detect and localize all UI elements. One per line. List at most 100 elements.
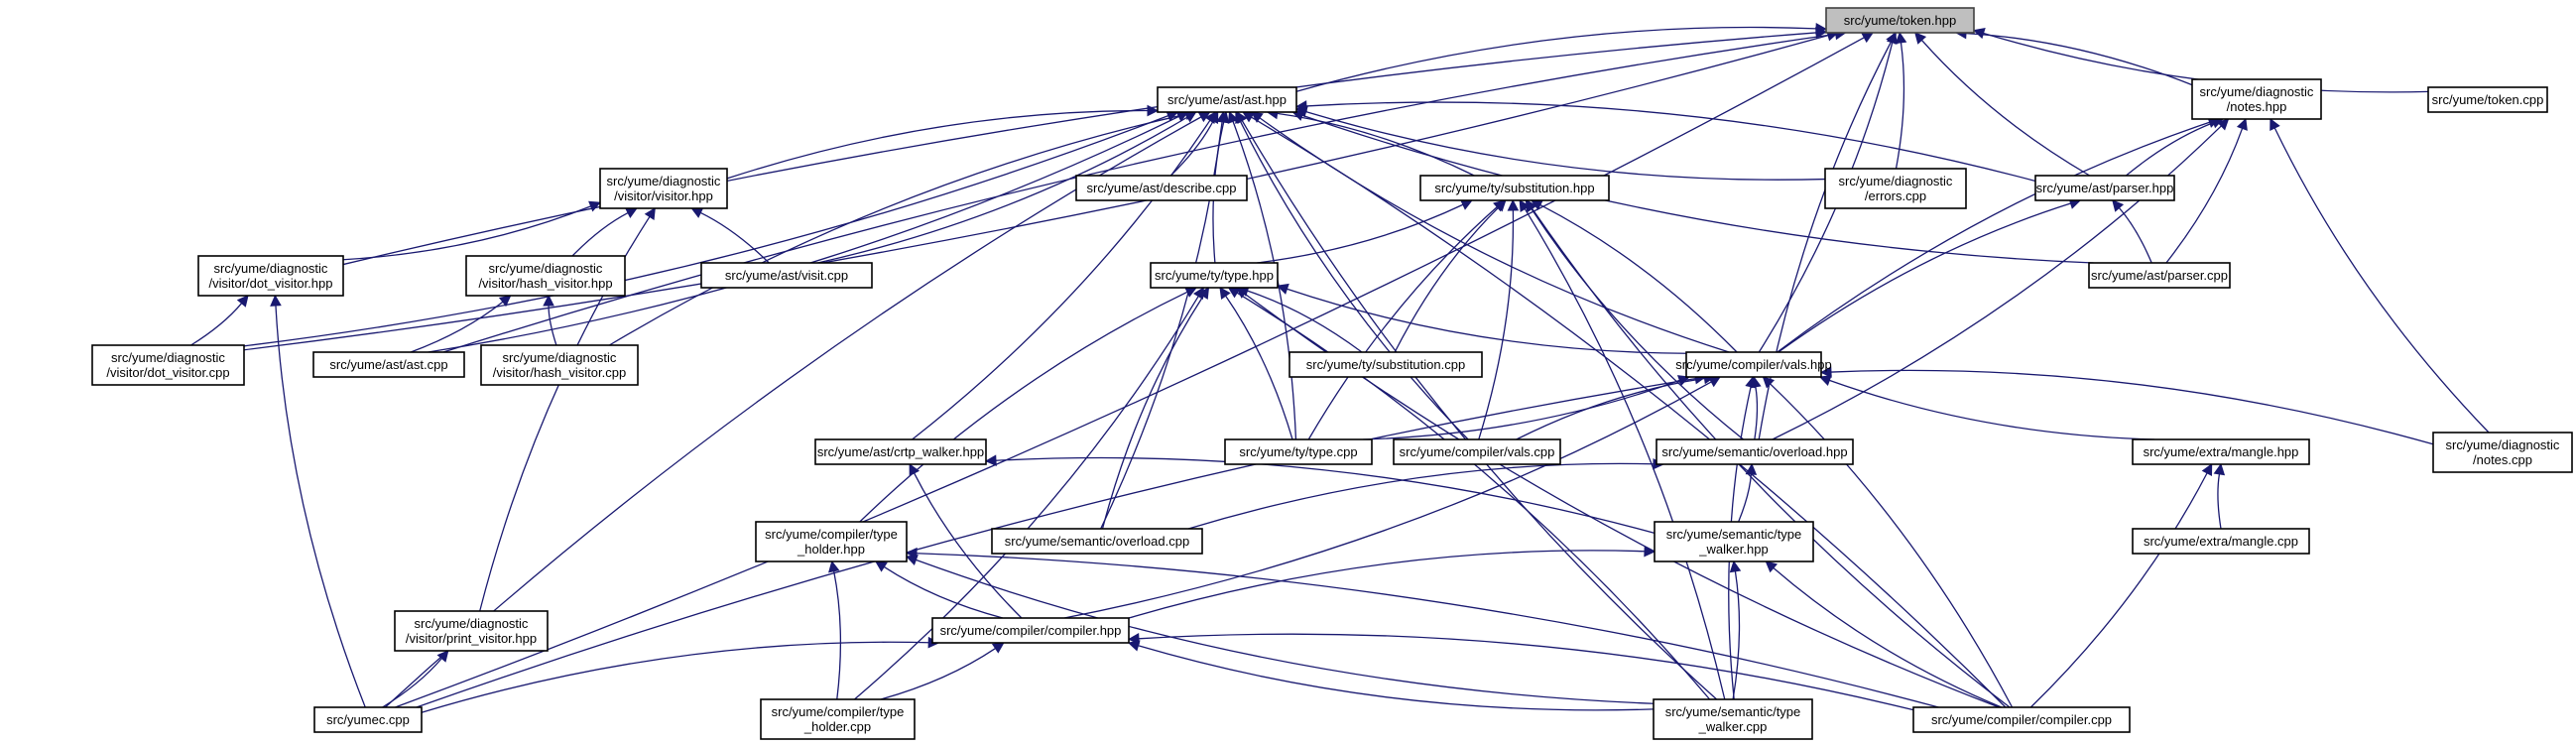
- node-box[interactable]: [931, 617, 1130, 644]
- node-box[interactable]: [312, 351, 465, 378]
- arrowhead-icon: [991, 642, 1005, 654]
- node-box[interactable]: [1419, 175, 1610, 201]
- node-parser-hpp[interactable]: src/yume/ast/parser.hpp: [2034, 175, 2175, 201]
- node-label: src/yume/compiler/type: [772, 704, 905, 719]
- node-box[interactable]: [2088, 262, 2231, 289]
- node-box[interactable]: [2432, 432, 2573, 473]
- edge-type_hpp-to-substitution_hpp: [1256, 203, 1464, 264]
- node-box[interactable]: [91, 344, 245, 386]
- node-substitution-hpp[interactable]: src/yume/ty/substitution.hpp: [1419, 175, 1610, 201]
- edge-mangle_cpp-to-mangle_hpp: [2217, 473, 2222, 530]
- node-box[interactable]: [700, 262, 873, 289]
- node-label: src/yume/token.hpp: [1844, 13, 1956, 28]
- node-mangle-cpp[interactable]: src/yume/extra/mangle.cpp: [2132, 528, 2310, 555]
- node-box[interactable]: [1288, 351, 1483, 378]
- arrowhead-icon: [1815, 27, 1828, 39]
- node-box[interactable]: [465, 255, 626, 297]
- node-box[interactable]: [1075, 175, 1248, 201]
- arrowhead-icon: [236, 295, 249, 308]
- arrowhead-icon: [909, 463, 920, 476]
- node-mangle-hpp[interactable]: src/yume/extra/mangle.hpp: [2132, 438, 2310, 465]
- node-visit-cpp[interactable]: src/yume/ast/visit.cpp: [700, 262, 873, 289]
- node-box[interactable]: [2427, 86, 2548, 113]
- arrowhead-icon: [1184, 287, 1198, 298]
- node-box[interactable]: [2191, 78, 2322, 120]
- node-print-visitor-hpp[interactable]: src/yume/diagnostic/visitor/print_visito…: [394, 610, 549, 652]
- node-label: src/yume/compiler/vals.cpp: [1400, 444, 1555, 459]
- edge-vals_hpp-to-parser_hpp: [1778, 202, 2071, 353]
- node-box[interactable]: [1656, 438, 1854, 465]
- node-yumec-cpp[interactable]: src/yumec.cpp: [313, 706, 423, 733]
- node-box[interactable]: [1653, 698, 1813, 740]
- node-box[interactable]: [394, 610, 549, 652]
- edge-compiler_cpp-to-mangle_hpp: [2029, 472, 2208, 708]
- node-label: src/yume/diagnostic: [503, 350, 617, 365]
- node-crtp-walker-hpp[interactable]: src/yume/ast/crtp_walker.hpp: [814, 438, 987, 465]
- node-type-cpp[interactable]: src/yume/ty/type.cpp: [1224, 438, 1373, 465]
- node-vals-hpp[interactable]: src/yume/compiler/vals.hpp: [1675, 351, 1832, 378]
- node-box[interactable]: [1157, 86, 1297, 113]
- node-box[interactable]: [2132, 438, 2310, 465]
- node-box[interactable]: [1224, 438, 1373, 465]
- edge-overload_hpp-to-substitution_hpp: [1531, 208, 1745, 440]
- node-notes-cpp[interactable]: src/yume/diagnostic/notes.cpp: [2432, 432, 2573, 473]
- arrowhead-icon: [1250, 111, 1264, 123]
- node-box[interactable]: [1685, 351, 1822, 378]
- node-label: src/yume/compiler/vals.hpp: [1675, 357, 1832, 372]
- node-describe-cpp[interactable]: src/yume/ast/describe.cpp: [1075, 175, 1248, 201]
- node-label: /notes.hpp: [2227, 99, 2287, 114]
- node-box[interactable]: [755, 521, 908, 562]
- edge-vals_hpp-to-notes_hpp: [1777, 121, 2210, 353]
- node-token-cpp[interactable]: src/yume/token.cpp: [2427, 86, 2548, 113]
- node-box[interactable]: [480, 344, 639, 386]
- edge-ast_hpp-to-token_hpp: [1295, 26, 1817, 92]
- node-type-hpp[interactable]: src/yume/ty/type.hpp: [1150, 262, 1279, 289]
- node-box[interactable]: [1824, 168, 1967, 209]
- node-type-holder-hpp[interactable]: src/yume/compiler/type_holder.hpp: [755, 521, 908, 562]
- node-box[interactable]: [991, 528, 1203, 555]
- node-label: src/yume/diagnostic: [489, 261, 603, 276]
- node-token-hpp[interactable]: src/yume/token.hpp: [1825, 7, 1975, 34]
- node-box[interactable]: [313, 706, 423, 733]
- node-errors-cpp[interactable]: src/yume/diagnostic/errors.cpp: [1824, 168, 1967, 209]
- edge-notes_cpp-to-vals_hpp: [1830, 369, 2434, 445]
- node-box[interactable]: [1393, 438, 1561, 465]
- node-box[interactable]: [599, 168, 728, 209]
- node-type-walker-cpp[interactable]: src/yume/semantic/type_walker.cpp: [1653, 698, 1813, 740]
- node-dot-visitor-cpp[interactable]: src/yume/diagnostic/visitor/dot_visitor.…: [91, 344, 245, 386]
- node-ast-cpp[interactable]: src/yume/ast/ast.cpp: [312, 351, 465, 378]
- node-type-holder-cpp[interactable]: src/yume/compiler/type_holder.cpp: [760, 698, 916, 740]
- node-hash-visitor-hpp[interactable]: src/yume/diagnostic/visitor/hash_visitor…: [465, 255, 626, 297]
- arrowhead-icon: [1459, 199, 1473, 210]
- node-hash-visitor-cpp[interactable]: src/yume/diagnostic/visitor/hash_visitor…: [480, 344, 639, 386]
- node-overload-cpp[interactable]: src/yume/semantic/overload.cpp: [991, 528, 1203, 555]
- node-label: src/yumec.cpp: [326, 712, 410, 727]
- edge-parser_cpp-to-notes_hpp: [2165, 128, 2244, 264]
- edge-vals_cpp-to-substitution_hpp: [1478, 209, 1515, 440]
- node-label: src/yume/ast/ast.cpp: [329, 357, 447, 372]
- node-box[interactable]: [2034, 175, 2175, 201]
- edge-ast_cpp-to-ast_hpp: [428, 115, 1179, 353]
- node-box[interactable]: [1654, 521, 1814, 562]
- node-label: src/yume/semantic/overload.cpp: [1005, 534, 1189, 549]
- node-compiler-hpp[interactable]: src/yume/compiler/compiler.hpp: [931, 617, 1130, 644]
- edge-type_cpp-to-type_hpp: [1225, 295, 1293, 440]
- node-vals-cpp[interactable]: src/yume/compiler/vals.cpp: [1393, 438, 1561, 465]
- node-ast-hpp[interactable]: src/yume/ast/ast.hpp: [1157, 86, 1297, 113]
- node-box[interactable]: [1912, 706, 2131, 733]
- node-label: src/yume/diagnostic: [415, 616, 529, 631]
- node-type-walker-hpp[interactable]: src/yume/semantic/type_walker.hpp: [1654, 521, 1814, 562]
- node-parser-cpp[interactable]: src/yume/ast/parser.cpp: [2088, 262, 2231, 289]
- node-box[interactable]: [1825, 7, 1975, 34]
- node-notes-hpp[interactable]: src/yume/diagnostic/notes.hpp: [2191, 78, 2322, 120]
- node-visitor-hpp[interactable]: src/yume/diagnostic/visitor/visitor.hpp: [599, 168, 728, 209]
- node-overload-hpp[interactable]: src/yume/semantic/overload.hpp: [1656, 438, 1854, 465]
- node-box[interactable]: [197, 255, 344, 297]
- node-box[interactable]: [2132, 528, 2310, 555]
- node-substitution-cpp[interactable]: src/yume/ty/substitution.cpp: [1288, 351, 1483, 378]
- node-dot-visitor-hpp[interactable]: src/yume/diagnostic/visitor/dot_visitor.…: [197, 255, 344, 297]
- node-box[interactable]: [760, 698, 916, 740]
- node-compiler-cpp[interactable]: src/yume/compiler/compiler.cpp: [1912, 706, 2131, 733]
- node-box[interactable]: [1150, 262, 1279, 289]
- node-box[interactable]: [814, 438, 987, 465]
